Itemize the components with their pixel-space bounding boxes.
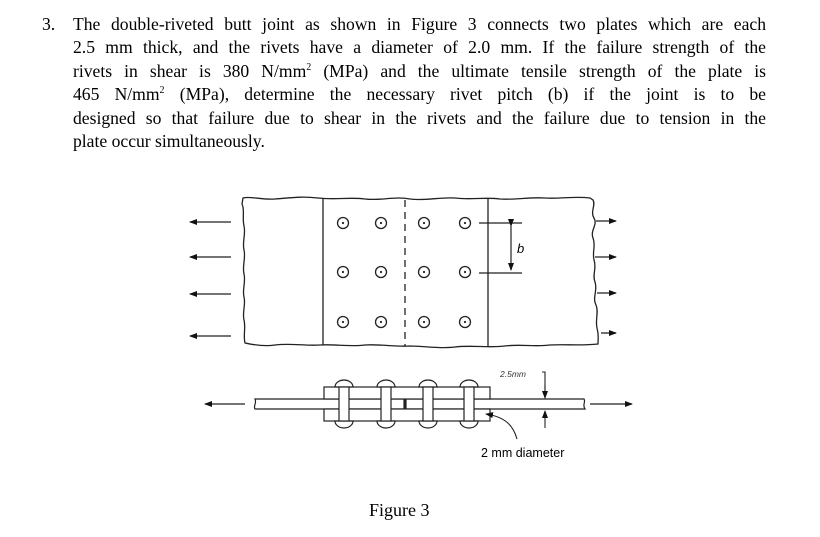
problem-line: designed so that failure due to shear in… [73,107,766,128]
problem-line-part: (MPa), determine the necessary rivet pit… [179,84,766,105]
thickness-label: 2.5mm [499,369,526,379]
rivet-center-dot [341,320,345,324]
diameter-label: 2 mm diameter [481,446,564,460]
rivet-head-outline [374,265,388,279]
rivet [417,315,431,329]
load-arrows [189,218,617,339]
rivet-center-dot [422,221,426,225]
rivet-section [376,379,396,429]
rivet-shank [463,386,475,422]
rivet-center-dot [463,320,467,324]
problem-line: plate occur simultaneously. [73,131,265,152]
rivet [374,265,388,279]
rivet-head-outline [417,265,431,279]
rivet-head-outline [417,315,431,329]
thickness-dimension [542,371,548,428]
superscript: 2 [159,85,165,97]
plate-outline [241,196,599,349]
rivet-center-dot [379,221,383,225]
rivet-center-dot [463,270,467,274]
rivet-bottom-head [376,420,396,429]
rivet [374,315,388,329]
rivet-section [334,379,354,429]
rivet-head-outline [336,315,350,329]
right-main-plate [405,398,587,410]
rivet [336,216,350,230]
rivet-head-outline [417,216,431,230]
problem-line-part: rivets in shear is 380 N/mm [73,60,307,81]
rivet-top-head [376,379,396,388]
problem-statement: 3. The double-riveted butt joint as show… [42,13,766,153]
rivet-top-head [334,379,354,388]
rivet-center-dot [379,320,383,324]
rivet-bottom-head [459,420,479,429]
rivet [417,265,431,279]
rivet [336,315,350,329]
pitch-label: b [517,241,524,256]
rivet [458,216,472,230]
problem-number: 3. [42,14,56,34]
problem-line-part: (MPa) and the ultimate tensile strength … [323,60,766,81]
problem-line-part: 465 N/mm [73,84,160,105]
rivet-grid [336,216,472,329]
rivet-bottom-head [334,420,354,429]
problem-text: The double-riveted butt joint as shown i… [73,13,766,153]
rivet-center-dot [341,221,345,225]
rivet-section [459,379,479,429]
rivet [374,216,388,230]
rivet [458,315,472,329]
rivet-head-outline [458,216,472,230]
rivet-head-outline [458,265,472,279]
rivet-center-dot [379,270,383,274]
rivet-center-dot [463,221,467,225]
rivet-section [418,379,438,429]
problem-line: The double-riveted butt joint as shown i… [73,14,766,34]
pitch-dimension [479,219,522,274]
diameter-leader [485,412,518,440]
superscript: 2 [306,61,312,73]
rivet-head-outline [336,216,350,230]
rivet-bottom-head [418,420,438,429]
rivet-head-outline [374,216,388,230]
top-cover-plate [323,386,491,400]
rivet-top-head [418,379,438,388]
rivet-center-dot [422,270,426,274]
rivet-top-head [459,379,479,388]
rivet-head-outline [336,265,350,279]
diameter-leader-curve [485,412,518,440]
rivet-shank [338,386,350,422]
rivet-head-outline [458,315,472,329]
problem-line: 465 N/mm2 (MPa), determine the necessary… [73,83,766,106]
rivet-head-outline [374,315,388,329]
rivet-center-dot [422,320,426,324]
side-view [253,386,587,422]
figure-caption: Figure 3 [369,500,430,520]
rivet [458,265,472,279]
problem-line: 2.5 mm thick, and the rivets have a diam… [73,37,766,58]
side-rivets [334,379,479,429]
rivet-shank [380,386,392,422]
rivet-center-dot [341,270,345,274]
rivet [336,265,350,279]
rivet-shank [422,386,434,422]
rivet [417,216,431,230]
problem-line: rivets in shear is 380 N/mm2 (MPa) and t… [73,60,766,83]
